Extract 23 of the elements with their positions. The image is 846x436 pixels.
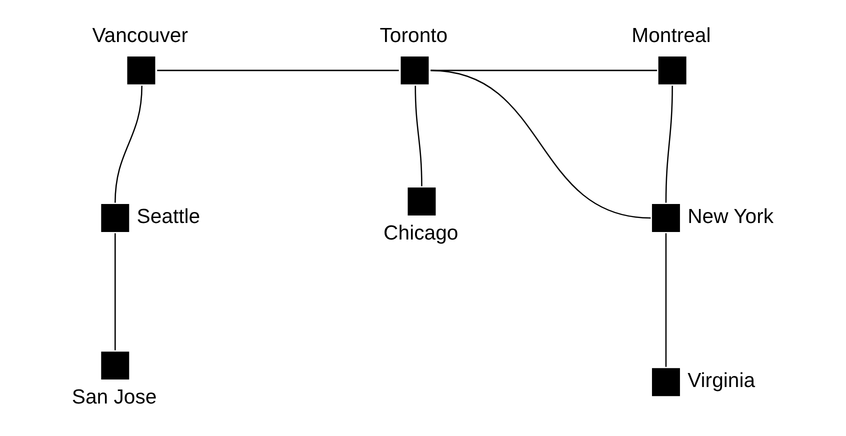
node-label: Vancouver: [92, 25, 188, 48]
node-label: Montreal: [632, 25, 711, 48]
node-label: Virginia: [688, 370, 756, 392]
node-box: [658, 56, 686, 84]
node-box: [127, 56, 156, 84]
node-box: [652, 368, 680, 396]
connector: [114, 233, 116, 350]
node-label: San Jose: [72, 386, 157, 408]
node-label: New York: [688, 206, 774, 228]
node-box: [400, 56, 429, 84]
node-label: Toronto: [380, 25, 448, 48]
node-box: [101, 352, 130, 380]
node-box: [408, 187, 436, 216]
connector: [157, 70, 399, 72]
connector: [665, 86, 673, 203]
node-label: Chicago: [384, 222, 458, 244]
connector: [430, 70, 651, 219]
connector: [665, 233, 667, 367]
connector: [414, 86, 422, 186]
node-box: [101, 204, 130, 232]
node-box: [652, 204, 680, 232]
connector: [114, 86, 142, 203]
node-label: Seattle: [136, 206, 200, 228]
